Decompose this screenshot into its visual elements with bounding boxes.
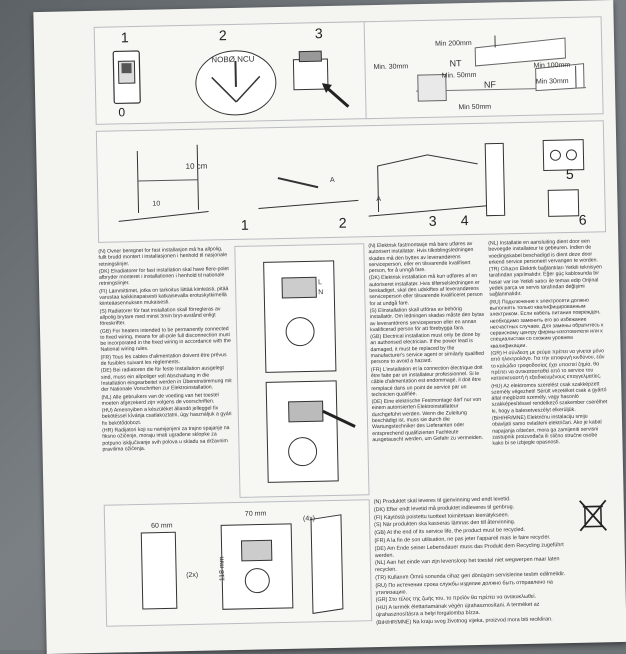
paragraph: (DE) Bei radiatoren die für feste Instal… [101, 365, 233, 393]
mount-step-label-5: 5 [566, 166, 574, 182]
mount-step-label-1: 1 [241, 217, 249, 233]
text-recycling: (N) Produktet skal leveres til gjenvinni… [374, 495, 577, 629]
mount-step-label-6: 6 [579, 212, 587, 228]
qty-4x: (4x) [303, 515, 315, 522]
clearance-min50-bottom: Min 50mm [458, 104, 491, 112]
terminal-l-label: L [318, 279, 322, 286]
paragraph: (S) Elinstallation skall utföras av behö… [370, 306, 487, 334]
step-label-2: 2 [219, 27, 227, 43]
mount-step-1-illustration [107, 139, 219, 231]
dim-118mm: 118 mm [219, 556, 227, 581]
figure-clearances: Min 200mm Min. 30mm NT Min. 50mm NF Min … [364, 16, 604, 119]
connector-illustration [281, 46, 362, 118]
clearance-min200: Min 200mm [435, 40, 472, 48]
weee-bin-icon [578, 498, 609, 533]
figure-wall-mounting: 10 cm 10 1 A 2 A 3 4 5 6 [96, 120, 606, 243]
figure-bracket-mounting: 60 mm 70 mm 118 mm (2x) (4x) [104, 499, 372, 627]
paragraph: (GB) For heaters intended to be permanen… [100, 326, 232, 354]
clearance-min30-right: Min 30mm [536, 78, 569, 86]
clearance-nf: NF [484, 79, 496, 89]
terminal-box-illustration [243, 250, 360, 492]
paragraph: (FI) Lämmittimet, jotka on tarkoitus lii… [99, 286, 231, 308]
nobo-ncu-label: NOBØ NCU [211, 55, 254, 65]
figure-terminal-connection: L N [234, 243, 369, 498]
step-label-3: 3 [315, 25, 323, 41]
dim-60mm: 60 mm [151, 522, 173, 529]
step-label-1: 1 [121, 29, 129, 45]
marker-a-2: A [376, 196, 381, 203]
paragraph: (N) Elektrisk fastmontasje må bare utfør… [368, 241, 485, 275]
marker-a-1: A [330, 177, 335, 184]
dim-10: 10 [152, 201, 160, 208]
paragraph: (N) Ovner beregnet for fast installasjon… [98, 246, 230, 268]
qty-2x: (2x) [186, 572, 198, 579]
clearance-min50-top: Min. 50mm [442, 72, 477, 80]
paragraph: (FR) L'installation et la connection éle… [371, 364, 488, 398]
paragraph: (TR) Cihazın Elektrik bağlantıları Yetki… [489, 264, 606, 298]
text-column-right: (NL) Installatie en aansluiting dient do… [488, 238, 609, 490]
paragraph: (GR) Η σύνδεση με ρεύμα πρέπει να γίνετα… [491, 348, 608, 382]
mount-step-label-3: 3 [429, 213, 437, 229]
switch-illustration [107, 47, 148, 118]
mount-step-label-4: 4 [461, 212, 469, 228]
text-column-left: (N) Ovner beregnet for fast installasjon… [98, 246, 235, 499]
mount-step-4-illustration [477, 133, 519, 224]
paragraph: (HU) Az elektromos szerelést csak szakké… [491, 381, 608, 415]
paragraph: (S) Radiatorer för fast installation ska… [100, 306, 232, 328]
paragraph: (GB) Electrical installation must only b… [370, 332, 487, 366]
mount-step-label-2: 2 [339, 215, 347, 231]
paragraph: (DK) Elektrisk installation må kun udfør… [369, 273, 486, 307]
paragraph: (HU) Amennyiben a készüléket állandó jel… [102, 405, 234, 427]
mount-step-2-illustration [257, 156, 358, 218]
dim-70mm: 70 mm [245, 510, 267, 517]
switch-off-label: 0 [118, 105, 125, 119]
bracket-illustration [111, 508, 363, 621]
clearance-nt: NT [449, 58, 461, 68]
text-column-middle: (N) Elektrisk fastmontasje må bare utfør… [368, 241, 489, 493]
terminal-n-label: N [318, 289, 323, 296]
paragraph: (NL) Installatie en aansluiting dient do… [488, 238, 605, 266]
clearance-min30: Min. 30mm [374, 63, 409, 71]
clearance-min100: Min 100mm [534, 62, 571, 70]
figure-power-off: 1 2 3 0 NOBØ NCU [94, 21, 368, 125]
paragraph: (HR) Radijatori koji su namijenjeni za t… [102, 425, 234, 453]
paragraph: (DK) Elradiatorer for fast installation … [99, 266, 231, 288]
paragraph: (DE) Eine elektrische Festmontage darf n… [372, 397, 489, 443]
paragraph: (BiH/HR/MNE) Električnu instalaciju smij… [492, 413, 609, 447]
instruction-sheet: 1 2 3 0 NOBØ NCU [33, 0, 626, 654]
dim-10cm: 10 cm [186, 162, 208, 171]
paragraph: (RU) Подключение к электросети должно вы… [489, 297, 606, 350]
